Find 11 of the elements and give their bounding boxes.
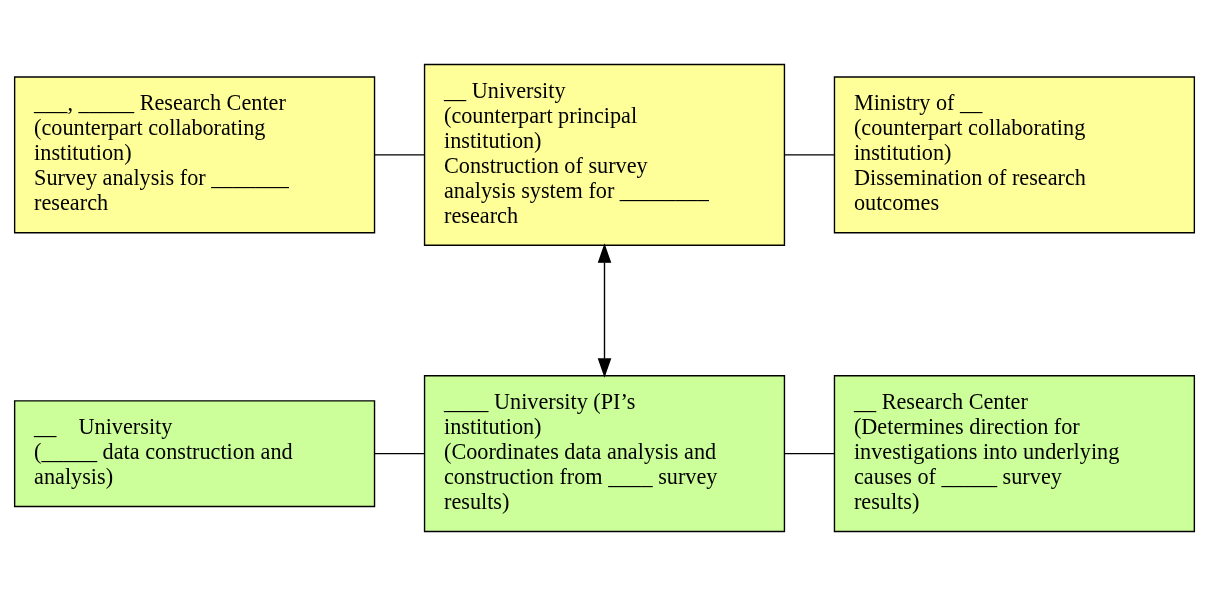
connector: [783, 153, 836, 156]
node-box: ___, _____ Research Center (counterpart collaborating institution) Survey analysis for _______ research: [13, 75, 376, 233]
connector: [374, 153, 426, 156]
arrow: [597, 242, 612, 378]
node-box: ____ University (PI’s institution) (Coordinates data analysis and construction from ____ survey results): [423, 374, 786, 532]
connector: [783, 452, 836, 454]
node-box: __ University (counterpart principal institution) Construction of survey analysis system for ________ research: [423, 63, 786, 246]
node-box: __ Research Center (Determines direction for investigations into underlying causes of _____ survey results): [833, 374, 1196, 532]
connector: [374, 452, 426, 454]
node-box: Ministry of __ (counterpart collaborating institution) Dissemination of research outcomes: [833, 75, 1196, 233]
node-box: __ University (_____ data construction and analysis): [13, 399, 376, 507]
